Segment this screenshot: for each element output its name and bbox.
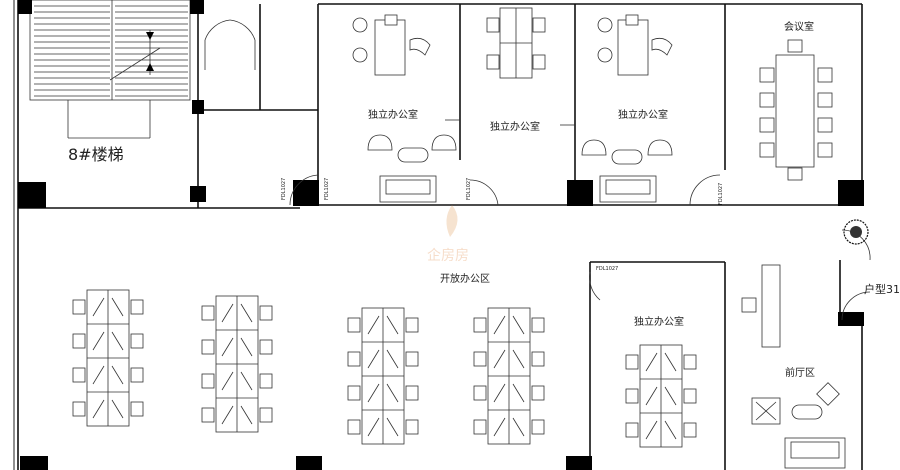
door-tag: FDL1027: [466, 178, 472, 200]
door-tags: FDL1027 FDL1027 FDL1027 FDL1027 FDL1027: [281, 178, 724, 272]
room-label-meeting: 会议室: [784, 20, 814, 33]
room-label-open-office: 开放办公区: [440, 272, 490, 285]
outer-walls: [13, 0, 863, 470]
door-tag: FDL1027: [596, 266, 618, 272]
unit-type-label: 户型311: [864, 282, 900, 296]
room-label-office-a: 独立办公室: [368, 108, 418, 121]
doors: [204, 19, 871, 321]
plant-icon: [843, 219, 869, 245]
reception-furniture: [741, 264, 846, 469]
door-tag: FDL1027: [281, 178, 287, 200]
structural-columns: [18, 0, 864, 470]
door-tag: FDL1027: [718, 183, 724, 205]
room-label-reception: 前厅区: [785, 366, 815, 379]
stair-label: 8#楼梯: [68, 145, 124, 164]
meeting-furniture: [759, 39, 833, 181]
door-tag: FDL1027: [324, 178, 330, 200]
watermark-text: 企房房: [427, 247, 469, 264]
office-c-furniture: [581, 14, 673, 203]
stairwell: 8#楼梯: [29, 0, 191, 164]
room-label-office-c: 独立办公室: [618, 108, 668, 121]
room-label-office-b: 独立办公室: [490, 120, 540, 133]
watermark-logo: 企房房: [427, 205, 469, 264]
office-b-furniture: [486, 7, 546, 79]
workstation-clusters: [72, 289, 697, 448]
room-label-office-d: 独立办公室: [634, 315, 684, 328]
office-a-furniture: [352, 14, 457, 203]
